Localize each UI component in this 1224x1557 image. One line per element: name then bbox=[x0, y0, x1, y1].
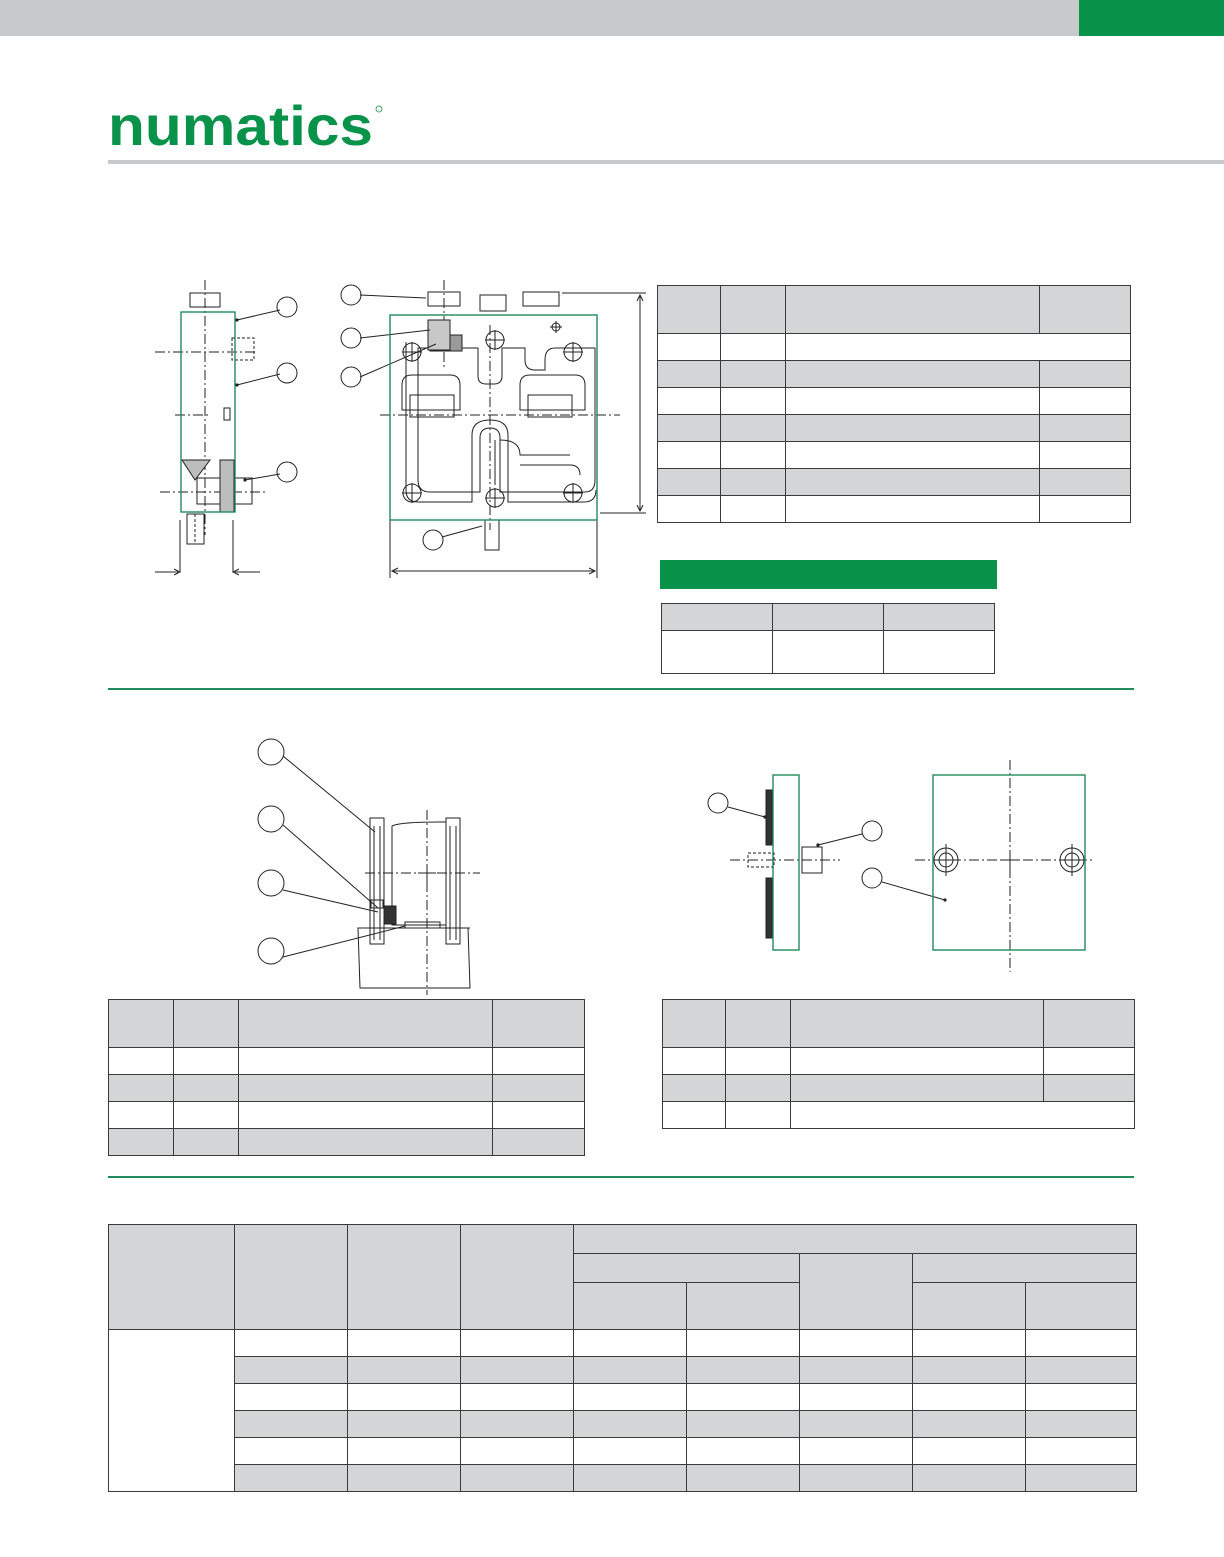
table-row bbox=[108, 1128, 585, 1156]
col-header bbox=[790, 999, 1044, 1048]
col-header bbox=[1039, 285, 1131, 334]
col-header bbox=[1024, 1282, 1138, 1330]
table-row bbox=[108, 1329, 1138, 1492]
numatics-logo: numatics bbox=[108, 103, 383, 151]
subplate-side-outline bbox=[180, 311, 236, 513]
table-row bbox=[657, 414, 1131, 442]
top-bar-accent bbox=[1079, 0, 1224, 36]
subplate-front-view bbox=[340, 280, 646, 578]
col-header bbox=[460, 1224, 574, 1330]
table-row bbox=[109, 1383, 1138, 1411]
blanking-side-outline bbox=[772, 774, 800, 951]
ordering-table bbox=[108, 1224, 1138, 1492]
table-row bbox=[657, 468, 1131, 496]
parts-table-left bbox=[108, 999, 585, 1156]
table-header-row bbox=[108, 1224, 1138, 1330]
subplate-side-view bbox=[155, 280, 298, 576]
col-header bbox=[911, 1253, 1138, 1283]
table-header-row bbox=[108, 999, 585, 1048]
col-header bbox=[772, 603, 884, 631]
col-header bbox=[108, 999, 174, 1048]
table-row bbox=[109, 1437, 1138, 1465]
table-row bbox=[109, 1464, 1138, 1492]
table-row bbox=[657, 441, 1131, 469]
parts-table-top bbox=[657, 285, 1131, 523]
table-row bbox=[657, 333, 1131, 361]
table-header-row bbox=[657, 285, 1131, 334]
col-header bbox=[347, 1224, 461, 1330]
col-header bbox=[799, 1253, 913, 1330]
table-row bbox=[662, 1047, 1135, 1075]
col-header bbox=[108, 1224, 235, 1330]
col-header bbox=[725, 999, 791, 1048]
table-row bbox=[109, 1410, 1138, 1438]
col-header bbox=[1043, 999, 1135, 1048]
col-header bbox=[686, 1282, 800, 1330]
table-row bbox=[662, 1101, 1135, 1129]
table-row bbox=[657, 360, 1131, 388]
col-header bbox=[234, 1224, 348, 1330]
col-header bbox=[573, 1253, 800, 1283]
section-divider bbox=[108, 688, 1134, 690]
col-header bbox=[720, 285, 786, 334]
col-header bbox=[657, 285, 721, 334]
col-header bbox=[662, 999, 726, 1048]
table-header-row bbox=[109, 1253, 1138, 1330]
section-divider bbox=[108, 1176, 1134, 1178]
table-row bbox=[108, 1047, 585, 1075]
small-table bbox=[661, 603, 995, 674]
table-row bbox=[657, 495, 1131, 523]
top-bar bbox=[0, 0, 1079, 36]
col-header bbox=[661, 603, 773, 631]
col-header bbox=[492, 999, 585, 1048]
table-row bbox=[661, 630, 995, 674]
col-header bbox=[572, 1224, 1138, 1254]
parts-table-right bbox=[662, 999, 1135, 1129]
col-header bbox=[238, 999, 493, 1048]
header-rule bbox=[108, 160, 1224, 164]
col-header bbox=[573, 1282, 687, 1330]
table-header-row bbox=[661, 603, 995, 631]
table-row bbox=[109, 1356, 1138, 1384]
col-header bbox=[883, 603, 995, 631]
table-row bbox=[108, 1101, 585, 1129]
table-header-row bbox=[662, 999, 1135, 1048]
blanking-plate-drawing bbox=[707, 760, 1095, 972]
section-banner bbox=[660, 560, 997, 589]
subplate-front-outline bbox=[389, 314, 598, 521]
table-row bbox=[657, 387, 1131, 415]
col-header bbox=[785, 285, 1040, 334]
mounting-kit-drawing bbox=[257, 738, 480, 995]
table-row bbox=[108, 1074, 585, 1102]
logo-wordmark: numatics bbox=[108, 103, 373, 151]
col-header bbox=[173, 999, 239, 1048]
col-header bbox=[912, 1282, 1026, 1330]
blanking-front-outline bbox=[932, 774, 1086, 951]
table-row bbox=[662, 1074, 1135, 1102]
